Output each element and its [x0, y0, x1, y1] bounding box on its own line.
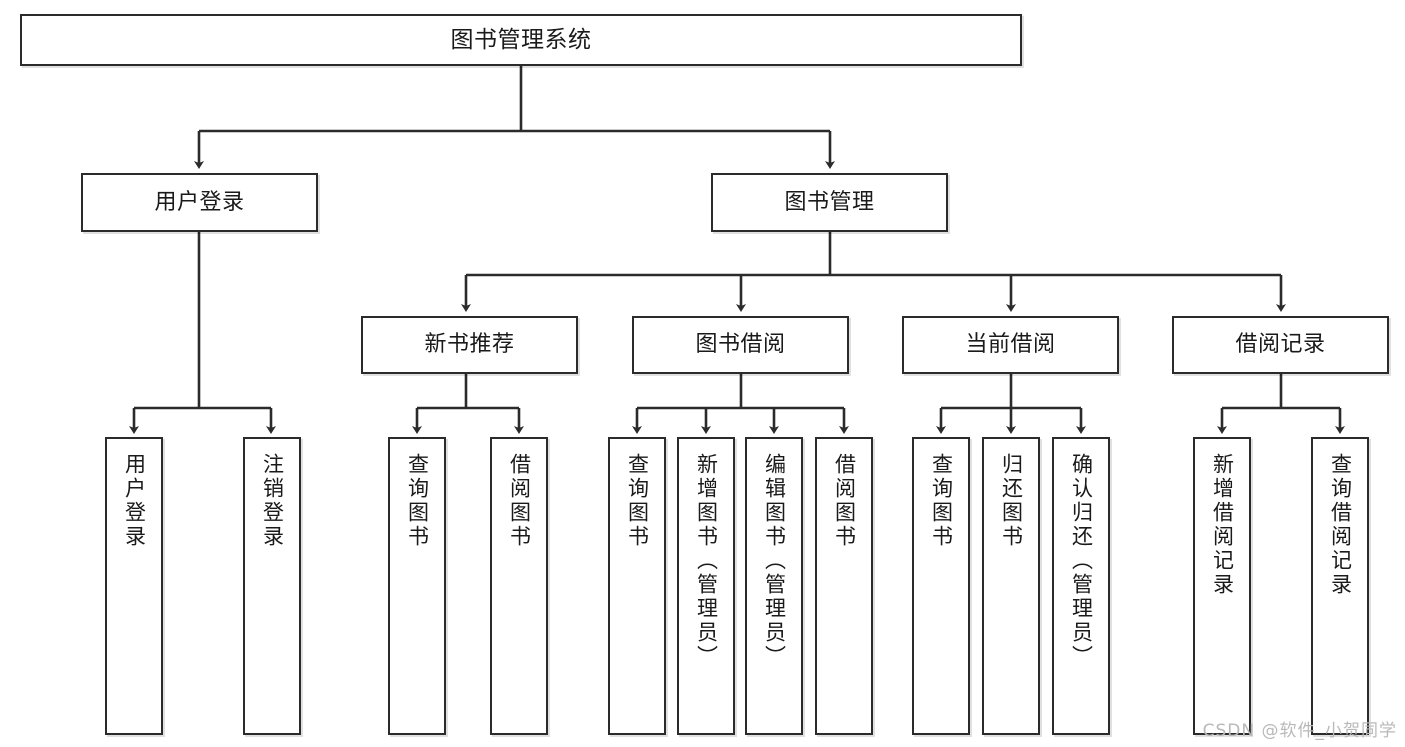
leaf-current-return-book[interactable]: 归还图书 — [982, 437, 1040, 735]
leaf-current-confirm-return-admin[interactable]: 确认归还（管理员） — [1052, 437, 1110, 735]
node-label: 图书管理 — [784, 189, 875, 215]
leaf-borrow-add-book-admin[interactable]: 新增图书（管理员） — [677, 437, 735, 735]
node-label: 用户登录 — [122, 453, 147, 549]
node-label: 查询借阅记录 — [1328, 453, 1353, 597]
node-label: 新增借阅记录 — [1210, 453, 1235, 597]
node-label: 新书推荐 — [424, 332, 515, 358]
node-borrow-record[interactable]: 借阅记录 — [1172, 316, 1389, 374]
node-label: 借阅图书 — [832, 453, 857, 549]
node-label: 借阅记录 — [1235, 332, 1326, 358]
leaf-user-login-login[interactable]: 用户登录 — [105, 437, 163, 735]
leaf-borrow-query-book[interactable]: 查询图书 — [608, 437, 666, 735]
node-label: 借阅图书 — [507, 453, 532, 549]
node-label: 编辑图书（管理员） — [762, 453, 787, 669]
node-label: 确认归还（管理员） — [1069, 453, 1094, 669]
node-label: 查询图书 — [405, 453, 430, 549]
node-label: 查询图书 — [625, 453, 650, 549]
node-label: 新增图书（管理员） — [694, 453, 719, 669]
watermark-text: CSDN @软件_小贺同学 — [1202, 721, 1397, 741]
node-label: 查询图书 — [929, 453, 954, 549]
node-label: 当前借阅 — [965, 332, 1056, 358]
leaf-recommend-query-book[interactable]: 查询图书 — [388, 437, 446, 735]
leaf-recommend-borrow-book[interactable]: 借阅图书 — [490, 437, 548, 735]
node-label: 注销登录 — [260, 453, 285, 549]
leaf-user-login-logout[interactable]: 注销登录 — [243, 437, 301, 735]
node-label: 用户登录 — [154, 189, 245, 215]
node-user-login[interactable]: 用户登录 — [81, 173, 318, 232]
leaf-record-add-record[interactable]: 新增借阅记录 — [1193, 437, 1251, 735]
node-current-borrow[interactable]: 当前借阅 — [902, 316, 1119, 374]
node-root-system[interactable]: 图书管理系统 — [20, 14, 1022, 66]
node-label: 归还图书 — [999, 453, 1024, 549]
node-label: 图书管理系统 — [450, 26, 592, 53]
leaf-borrow-edit-book-admin[interactable]: 编辑图书（管理员） — [745, 437, 803, 735]
node-book-borrow[interactable]: 图书借阅 — [632, 316, 849, 374]
leaf-record-query-record[interactable]: 查询借阅记录 — [1311, 437, 1369, 735]
leaf-borrow-borrow-book[interactable]: 借阅图书 — [815, 437, 873, 735]
leaf-current-query-book[interactable]: 查询图书 — [912, 437, 970, 735]
node-book-management[interactable]: 图书管理 — [711, 173, 948, 232]
node-new-book-recommend[interactable]: 新书推荐 — [361, 316, 578, 374]
node-label: 图书借阅 — [695, 332, 786, 358]
